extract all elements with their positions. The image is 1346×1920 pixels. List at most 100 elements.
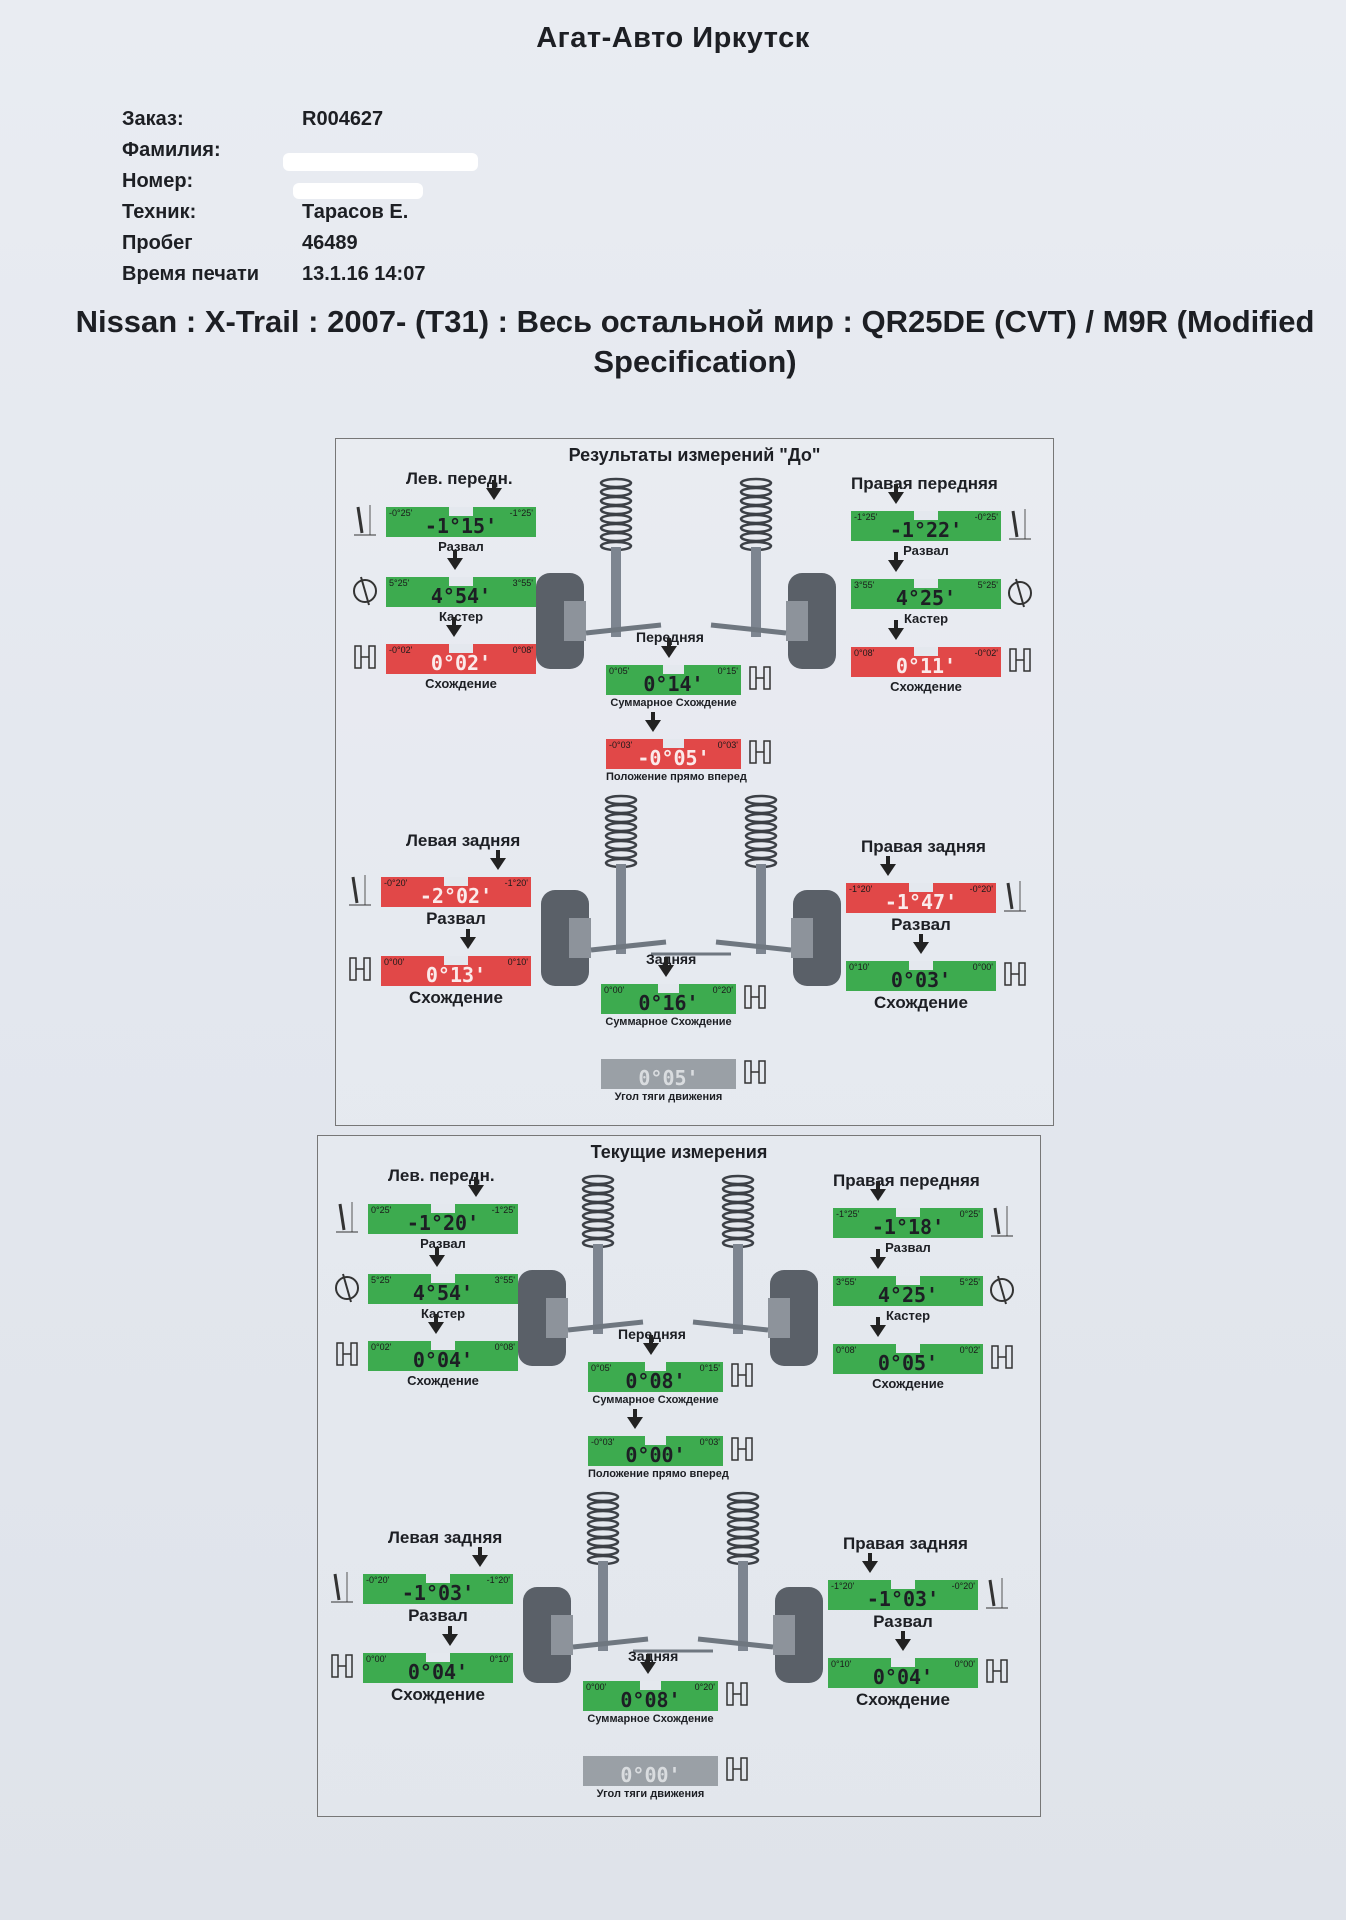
range-max: 0°02' xyxy=(959,1345,980,1355)
axle-label-rear: Задняя xyxy=(646,951,697,967)
rear-suspension-diagram xyxy=(523,1491,823,1683)
toe-icon xyxy=(744,1060,766,1084)
measured-value: -1°03' xyxy=(401,1581,475,1605)
range-max: 3°55' xyxy=(512,578,533,588)
range-max: 0°10' xyxy=(489,1654,510,1664)
gauge-fl-toe: -0°02'0°08'0°02' xyxy=(386,617,536,675)
corner-title-front-left: Лев. передн. xyxy=(388,1166,495,1185)
in-spec-zone-marker xyxy=(449,644,473,653)
measured-value: 4°25' xyxy=(895,586,957,610)
measured-value: -2°02' xyxy=(419,884,493,908)
camber-icon xyxy=(1004,881,1026,912)
range-min: 0°25' xyxy=(371,1205,392,1215)
in-spec-zone-marker xyxy=(662,739,685,748)
measured-value: 4°25' xyxy=(877,1283,939,1307)
measured-value: 0°16' xyxy=(638,991,699,1015)
gauge-fr-toe: 0°08'-0°02'0°11' xyxy=(851,620,1001,678)
gauge-label: Суммарное Схождение xyxy=(587,1713,714,1725)
toe-icon xyxy=(331,1654,353,1678)
gauge-label: Схождение xyxy=(890,679,962,694)
pointer-arrow-icon xyxy=(460,929,476,949)
range-max: -1°25' xyxy=(509,508,533,518)
order-info: Заказ:R004627 Фамилия: Номер: Техник:Тар… xyxy=(122,108,425,294)
gauge-fr-toe: 0°08'0°02'0°05' xyxy=(833,1317,983,1375)
in-spec-zone-marker xyxy=(444,956,468,965)
gauge-fl-toe: 0°02'0°08'0°04' xyxy=(368,1314,518,1372)
range-min: 0°00' xyxy=(366,1654,387,1664)
caster-icon xyxy=(353,576,377,606)
gauge-rear-total: 0°00'0°20'0°08' xyxy=(583,1654,718,1712)
gauge-label: Положение прямо вперед xyxy=(588,1468,729,1480)
gauge-fr-caster: 3°55'5°25'4°25' xyxy=(851,552,1001,610)
pointer-arrow-icon xyxy=(870,1181,886,1201)
gauge-fr-camber: -1°25'-0°25'-1°22' xyxy=(851,484,1001,542)
gauge-label: Схождение xyxy=(409,988,503,1007)
range-min: -1°25' xyxy=(854,512,878,522)
axle-label-rear: Задняя xyxy=(628,1648,679,1664)
pointer-arrow-icon xyxy=(442,1626,458,1646)
corner-title-rear-right: Правая задняя xyxy=(843,1534,968,1553)
camber-icon xyxy=(349,875,371,906)
range-max: -0°25' xyxy=(974,512,998,522)
toe-icon xyxy=(731,1437,753,1461)
range-max: 0°15' xyxy=(717,666,738,676)
range-max: 5°25' xyxy=(959,1277,980,1287)
caster-icon xyxy=(990,1275,1014,1305)
corner-title-front-left: Лев. передн. xyxy=(406,469,513,488)
pointer-arrow-icon xyxy=(627,1409,644,1429)
pointer-arrow-icon xyxy=(468,1177,484,1197)
info-row: Фамилия: xyxy=(122,139,425,170)
range-max: 0°20' xyxy=(694,1682,715,1692)
measured-value: 4°54' xyxy=(412,1281,474,1305)
info-value: R004627 xyxy=(302,108,384,130)
gauge-fl-caster: 5°25'3°55'4°54' xyxy=(386,550,536,608)
gauge-label: Схождение xyxy=(874,993,968,1012)
gauge-thrust: 0°05' xyxy=(601,1059,736,1090)
gauge-label: Кастер xyxy=(420,1306,466,1321)
measured-value: -1°20' xyxy=(406,1211,480,1235)
in-spec-zone-marker xyxy=(431,1274,455,1283)
gauge-label: Угол тяги движения xyxy=(614,1091,723,1103)
gauge-steer-ahead: -0°03'0°03'-0°05' xyxy=(606,712,741,770)
in-spec-zone-marker xyxy=(431,1341,455,1350)
vehicle-line: Specification) xyxy=(593,344,797,379)
measured-value: 0°08' xyxy=(625,1369,686,1393)
range-min: 3°55' xyxy=(854,580,875,590)
measured-value: -1°47' xyxy=(884,890,958,914)
redaction-mark xyxy=(283,153,478,171)
gauge-label: Развал xyxy=(426,909,486,928)
in-spec-zone-marker xyxy=(644,1436,667,1445)
measured-value: 0°05' xyxy=(638,1066,699,1090)
pointer-arrow-icon xyxy=(913,934,929,954)
pointer-arrow-icon xyxy=(888,620,904,640)
gauge-label: Развал xyxy=(873,1612,933,1631)
gauge-bar xyxy=(583,1756,718,1786)
range-max: 3°55' xyxy=(494,1275,515,1285)
measured-value: -0°05' xyxy=(637,746,710,770)
range-min: -1°20' xyxy=(849,884,873,894)
pointer-arrow-icon xyxy=(639,1654,656,1674)
corner-title-rear-left: Левая задняя xyxy=(388,1528,503,1547)
pointer-arrow-icon xyxy=(445,617,462,637)
redaction-mark xyxy=(293,183,423,199)
gauge-rr-toe: 0°10'0°00'0°03' xyxy=(846,934,996,992)
gauge-fl-caster: 5°25'3°55'4°54' xyxy=(368,1247,518,1305)
pointer-arrow-icon xyxy=(870,1249,886,1269)
range-max: 0°08' xyxy=(512,645,533,655)
range-min: 0°10' xyxy=(831,1659,852,1669)
range-max: -1°20' xyxy=(486,1575,510,1585)
in-spec-zone-marker xyxy=(896,1208,920,1217)
gauge-fl-camber: -0°25'-1°25'-1°15' xyxy=(386,480,536,538)
camber-icon xyxy=(991,1206,1013,1237)
range-max: 0°15' xyxy=(699,1363,720,1373)
in-spec-zone-marker xyxy=(449,577,473,586)
gauge-label: Угол тяги движения xyxy=(596,1788,705,1800)
info-row: Номер: xyxy=(122,170,425,201)
pointer-arrow-icon xyxy=(862,1553,878,1573)
range-min: -0°20' xyxy=(384,878,408,888)
in-spec-zone-marker xyxy=(891,1658,915,1667)
rear-suspension-diagram xyxy=(541,794,841,986)
gauge-label: Суммарное Схождение xyxy=(610,697,737,709)
